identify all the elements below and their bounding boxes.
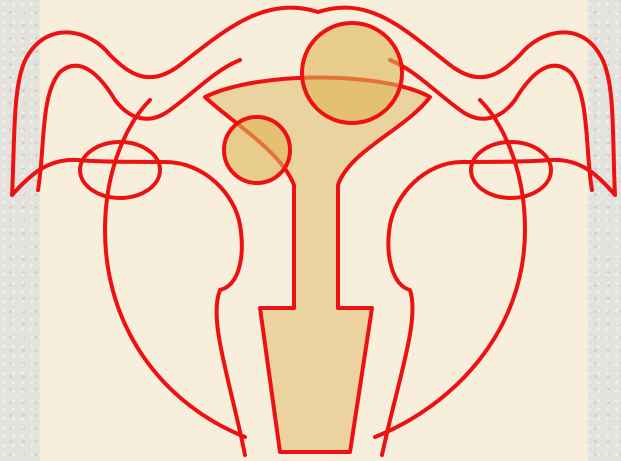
- fibroid-small: [224, 117, 290, 183]
- fibroid-large: [302, 23, 402, 123]
